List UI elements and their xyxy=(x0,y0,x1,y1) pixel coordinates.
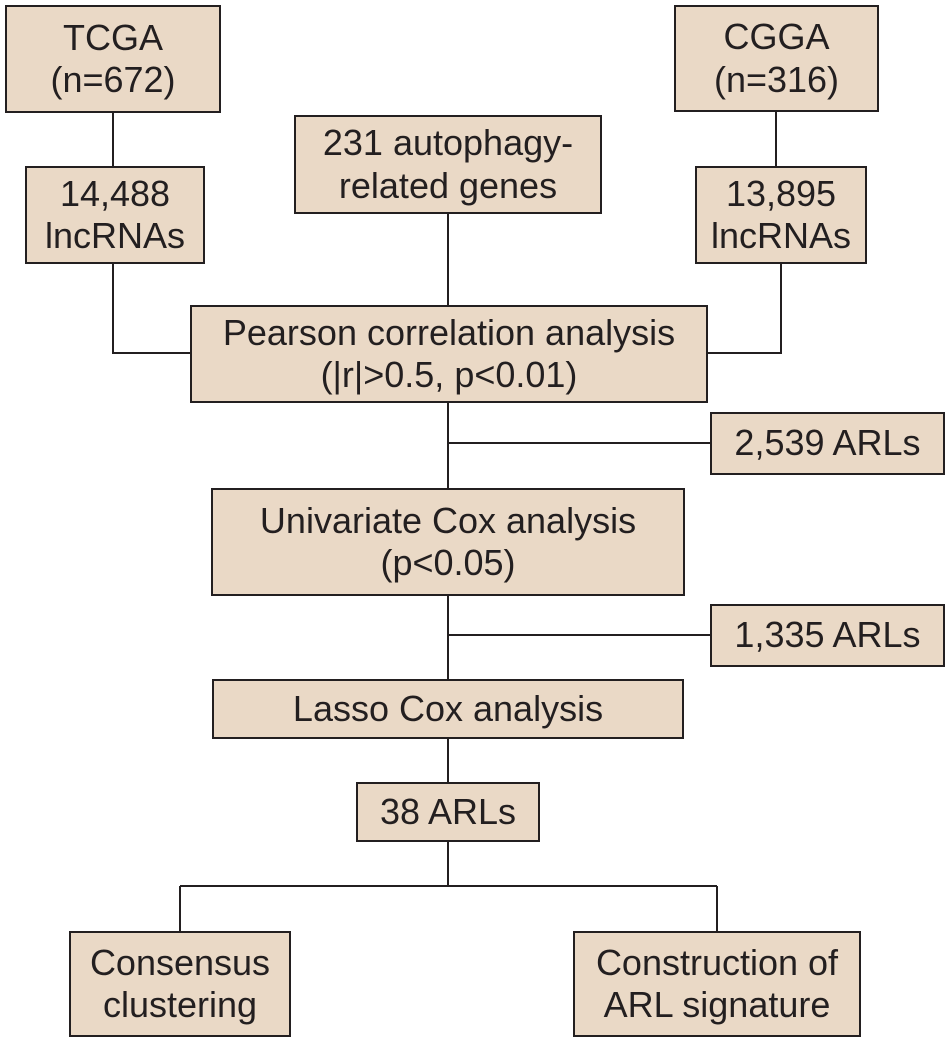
arls-2539-box: 2,539 ARLs xyxy=(710,412,945,475)
autophagy-genes-line1: 231 autophagy- xyxy=(322,122,574,164)
arls-38-box: 38 ARLs xyxy=(356,782,540,842)
pearson-title: Pearson correlation analysis xyxy=(222,311,676,353)
tcga-lncrnas-count: 14,488 xyxy=(59,172,171,214)
consensus-clustering-box: Consensus clustering xyxy=(69,931,291,1037)
arls-1335-label: 1,335 ARLs xyxy=(734,614,921,656)
cgga-lncrnas-count: 13,895 xyxy=(725,172,837,214)
lasso-cox-box: Lasso Cox analysis xyxy=(212,679,684,739)
cgga-count: (n=316) xyxy=(713,58,840,100)
tcga-lncrnas-box: 14,488 lncRNAs xyxy=(25,166,205,264)
univariate-cox-title: Univariate Cox analysis xyxy=(259,499,637,541)
connector-cgga-lncrnas-to-pearson xyxy=(708,264,782,354)
tcga-lncrnas-label: lncRNAs xyxy=(44,215,186,256)
signature-line2: ARL signature xyxy=(603,984,831,1025)
tcga-label: TCGA xyxy=(62,16,163,58)
univariate-cox-box: Univariate Cox analysis (p<0.05) xyxy=(211,488,685,596)
consensus-line2: clustering xyxy=(102,984,258,1025)
lasso-cox-title: Lasso Cox analysis xyxy=(292,687,604,729)
cgga-label: CGGA xyxy=(723,16,830,58)
consensus-line1: Consensus xyxy=(89,941,271,983)
autophagy-genes-box: 231 autophagy- related genes xyxy=(294,115,602,214)
signature-line1: Construction of xyxy=(595,941,839,983)
pearson-criteria: (|r|>0.5, p<0.01) xyxy=(320,354,578,395)
tcga-box: TCGA (n=672) xyxy=(5,5,221,113)
cgga-lncrnas-label: lncRNAs xyxy=(710,215,852,256)
arls-2539-label: 2,539 ARLs xyxy=(734,422,921,464)
arls-38-label: 38 ARLs xyxy=(379,790,517,832)
cgga-lncrnas-box: 13,895 lncRNAs xyxy=(695,166,867,264)
autophagy-genes-line2: related genes xyxy=(338,164,558,206)
arls-1335-box: 1,335 ARLs xyxy=(710,604,945,667)
tcga-count: (n=672) xyxy=(50,59,176,100)
univariate-cox-criteria: (p<0.05) xyxy=(380,542,516,583)
cgga-box: CGGA (n=316) xyxy=(674,5,879,112)
connector-tcga-lncrnas-to-pearson xyxy=(112,264,190,354)
pearson-correlation-box: Pearson correlation analysis (|r|>0.5, p… xyxy=(190,305,708,403)
arl-signature-box: Construction of ARL signature xyxy=(573,931,861,1037)
